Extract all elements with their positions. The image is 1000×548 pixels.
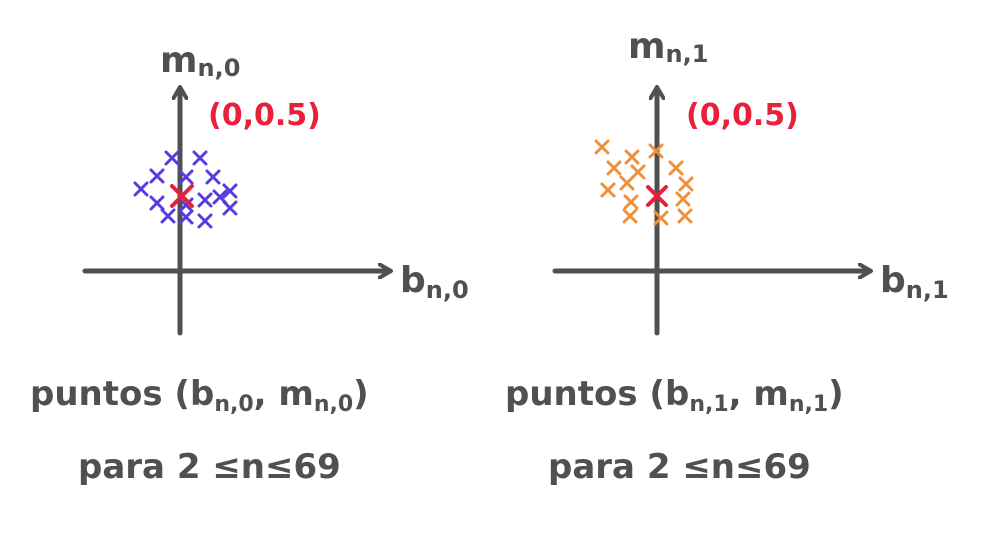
scatter-mark (178, 209, 194, 225)
right-panel: mn,1 bn,1 (0,0.5) puntos (bn,1, mn,1) pa… (505, 26, 949, 487)
scatter-mark (622, 208, 638, 224)
left-point-label: (0,0.5) (208, 98, 321, 133)
scatter-mark (653, 210, 669, 226)
scatter-mark (205, 169, 221, 185)
highlight-point-mark (170, 184, 194, 208)
right-caption-line2: para 2 ≤n≤69 (548, 447, 811, 487)
scatter-mark (149, 168, 165, 184)
right-point-label: (0,0.5) (686, 98, 799, 133)
scatter-mark (178, 197, 194, 213)
left-y-axis-label: mn,0 (160, 40, 240, 82)
scatter-mark (222, 200, 238, 216)
scatter-mark (624, 149, 640, 165)
right-x-axis-label: bn,1 (880, 260, 949, 304)
scatter-mark (160, 208, 176, 224)
left-caption-line2: para 2 ≤n≤69 (78, 447, 341, 487)
scatter-mark (164, 150, 180, 166)
scatter-mark (197, 192, 213, 208)
scatter-mark (222, 183, 238, 199)
scatter-mark (619, 175, 635, 191)
scatter-mark (678, 176, 694, 192)
left-caption-line1: puntos (bn,0, mn,0) (30, 374, 369, 417)
scatter-mark (133, 181, 149, 197)
highlight-point-mark (646, 185, 668, 207)
right-y-axis-label: mn,1 (628, 26, 708, 68)
scatter-mark (178, 169, 194, 185)
scatter-mark (668, 160, 684, 176)
scatter-mark (149, 195, 165, 211)
scatter-mark (675, 191, 691, 207)
scatter-mark (594, 139, 610, 155)
left-panel: mn,0 bn,0 (0,0.5) puntos (bn,0, mn,0) pa… (30, 40, 469, 487)
scatter-mark (192, 150, 208, 166)
left-scatter-markers (133, 150, 238, 229)
right-caption-line1: puntos (bn,1, mn,1) (505, 374, 844, 417)
scatter-mark (623, 194, 639, 210)
scatter-mark (197, 213, 213, 229)
right-scatter-markers (594, 139, 694, 226)
left-x-axis-label: bn,0 (400, 260, 469, 304)
scatter-mark (600, 182, 616, 198)
scatter-mark (648, 143, 664, 159)
scatter-mark (606, 160, 622, 176)
scatter-mark (677, 208, 693, 224)
